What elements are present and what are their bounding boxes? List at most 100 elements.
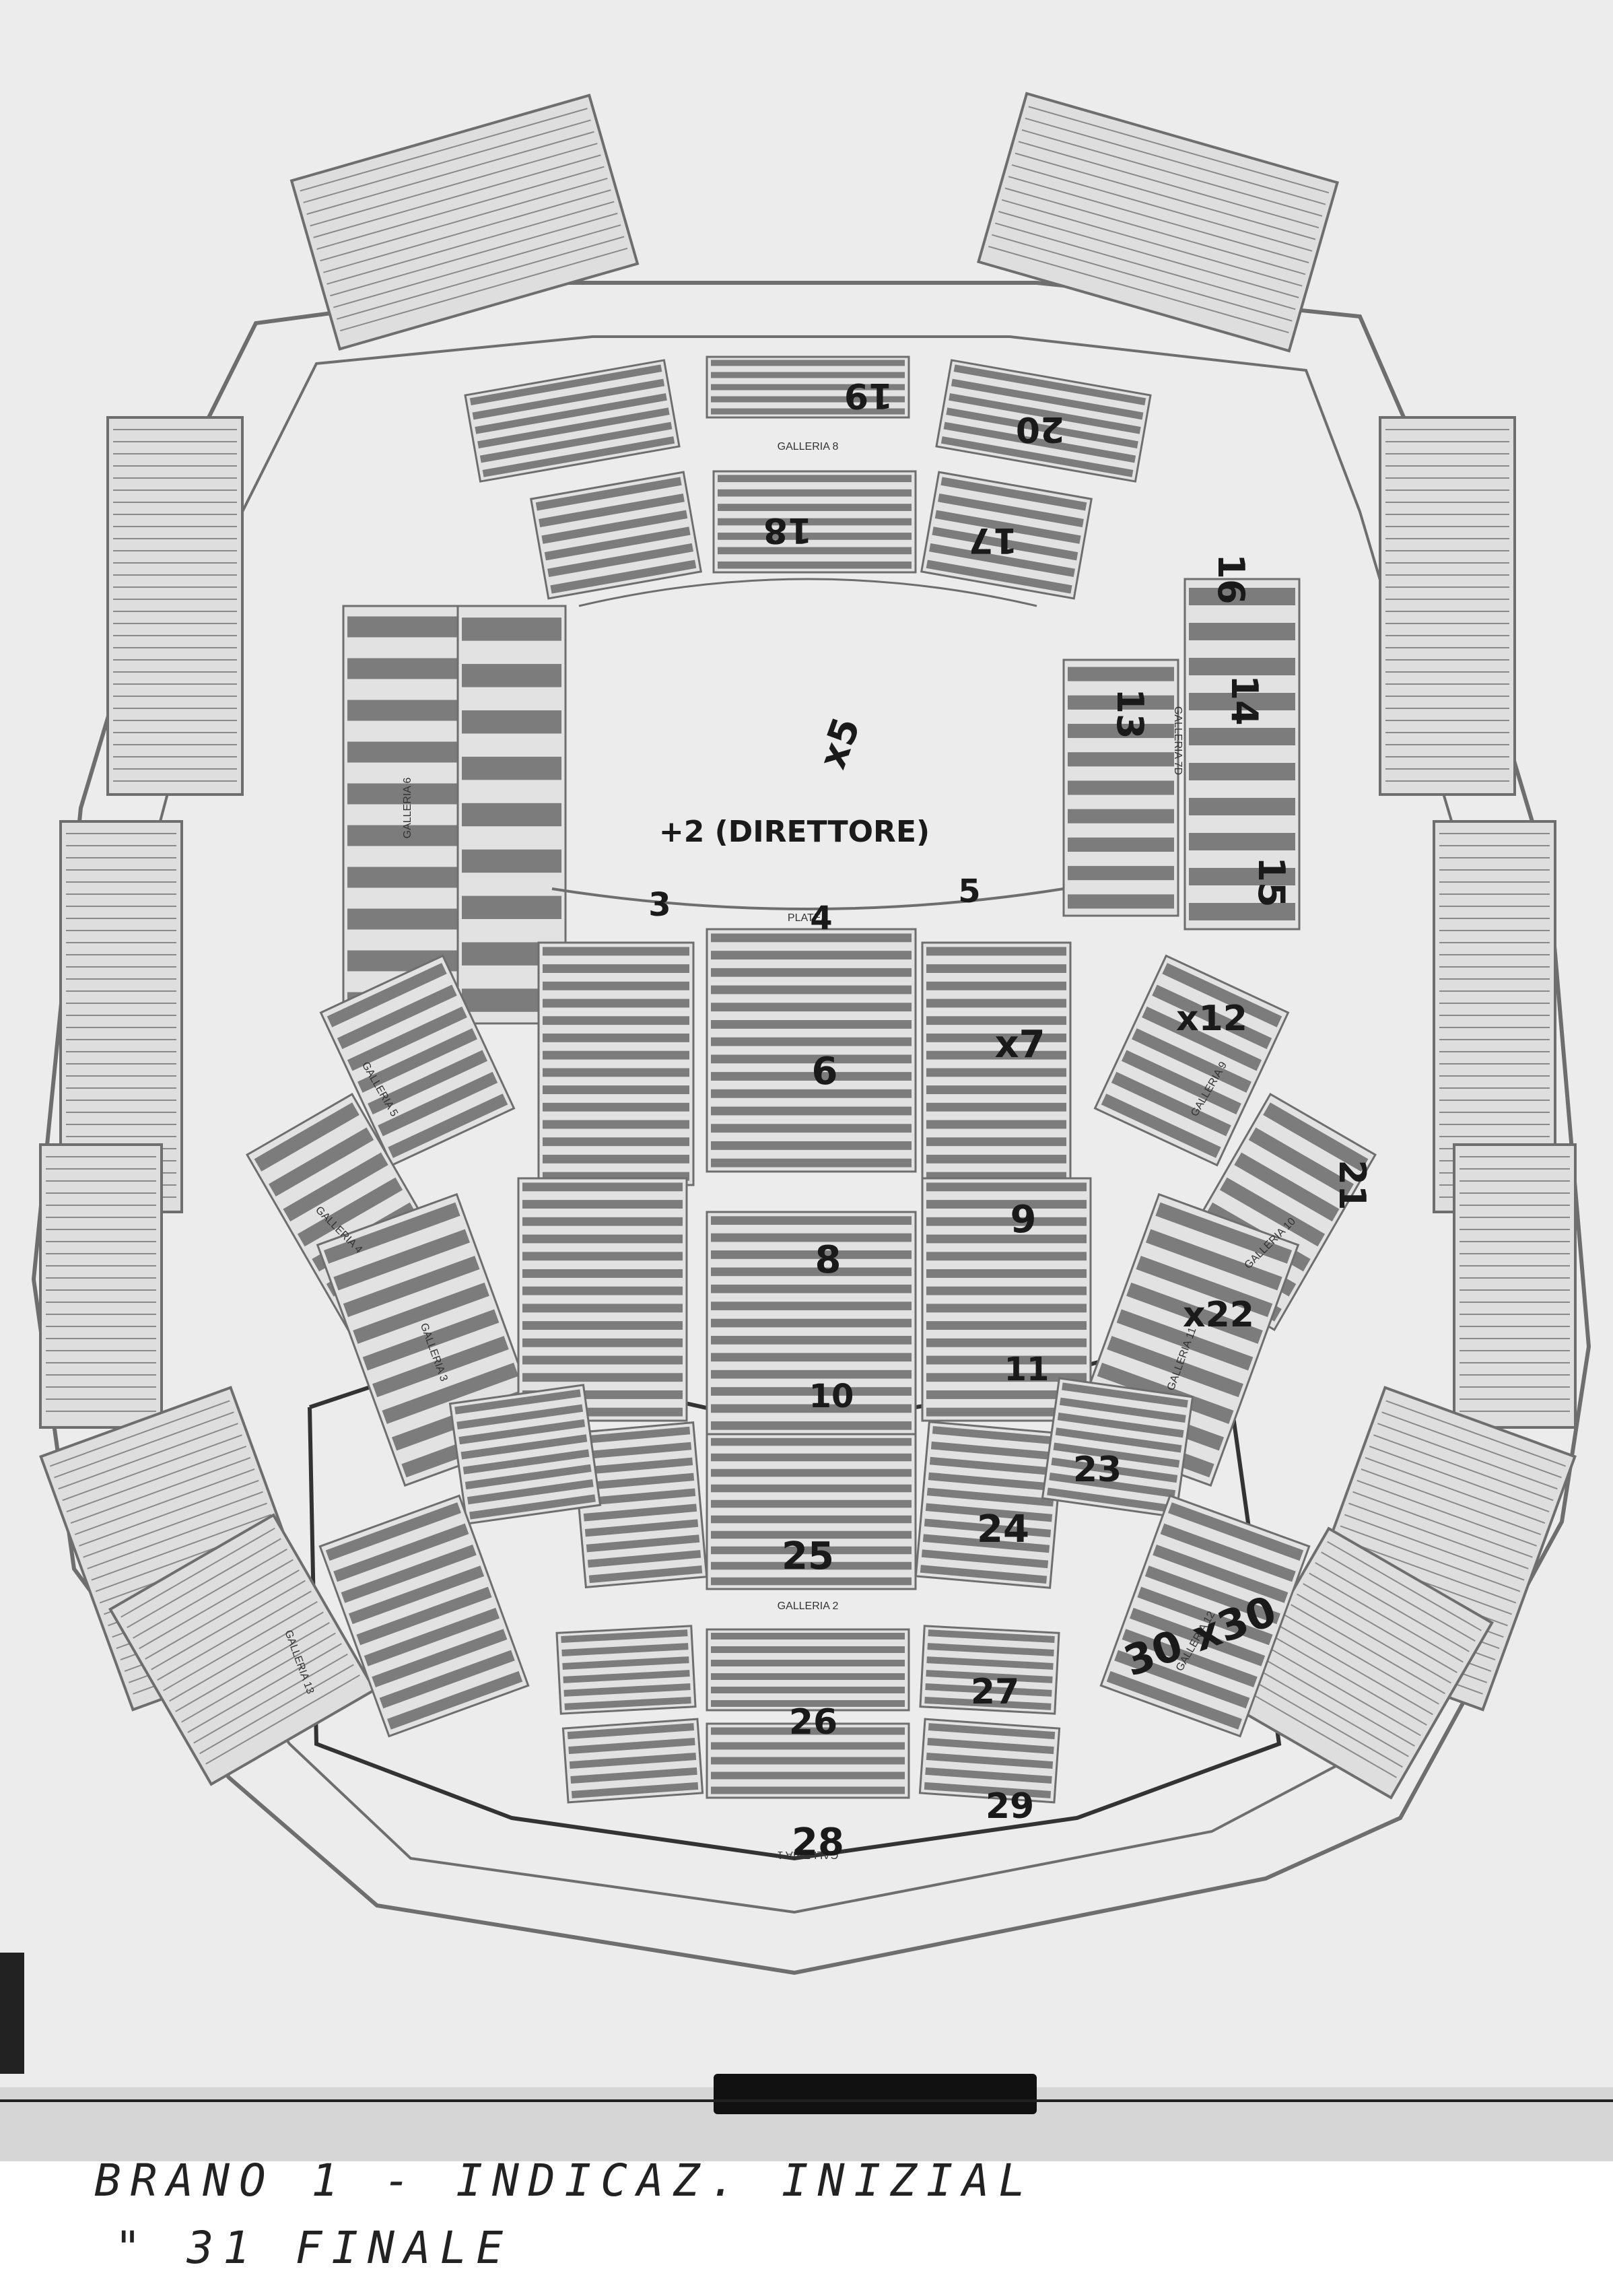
position-marker: 24 bbox=[977, 1508, 1029, 1551]
seat-row bbox=[928, 1723, 1056, 1740]
seat-row bbox=[940, 477, 1087, 511]
seat-row bbox=[1189, 658, 1295, 675]
stair-tread bbox=[157, 1590, 312, 1681]
seat-row bbox=[711, 1577, 912, 1586]
seating-section bbox=[706, 356, 910, 419]
seat-row bbox=[1162, 963, 1282, 1027]
seat-row bbox=[550, 560, 697, 594]
seat-row bbox=[1145, 1229, 1282, 1291]
seat-row bbox=[926, 1155, 1066, 1163]
stair-tread bbox=[1025, 117, 1326, 205]
seat-row bbox=[297, 1177, 403, 1247]
seat-row bbox=[357, 1028, 477, 1093]
seat-row bbox=[1136, 1256, 1273, 1318]
seat-row bbox=[718, 518, 912, 526]
seat-row bbox=[711, 1336, 912, 1345]
seat-row bbox=[711, 933, 912, 943]
seat-row bbox=[1132, 1028, 1251, 1093]
stair-tread bbox=[1327, 1541, 1482, 1631]
seat-row bbox=[582, 1488, 696, 1506]
stair-tread bbox=[1248, 1677, 1403, 1768]
seat-row bbox=[462, 896, 561, 919]
seat-row bbox=[718, 547, 912, 555]
seat-row bbox=[325, 1502, 461, 1561]
stair-tread bbox=[333, 224, 621, 308]
seat-row bbox=[388, 1093, 508, 1158]
seat-row bbox=[454, 1389, 581, 1415]
seat-row bbox=[1189, 868, 1295, 885]
seat-row bbox=[583, 1504, 697, 1522]
stair-tread bbox=[1336, 1537, 1517, 1604]
stair-tread bbox=[54, 1411, 234, 1479]
seat-row bbox=[522, 1355, 683, 1365]
stair-block bbox=[106, 416, 244, 796]
stair-tread bbox=[1028, 106, 1330, 194]
seat-row bbox=[1068, 724, 1174, 739]
seat-row bbox=[347, 783, 460, 805]
seat-row bbox=[1234, 1152, 1340, 1222]
seating-section bbox=[571, 1421, 708, 1589]
stair-tread bbox=[1242, 1688, 1397, 1778]
stair-tread bbox=[1361, 1468, 1542, 1535]
stair-tread bbox=[339, 247, 628, 332]
seat-row bbox=[1068, 780, 1174, 795]
stair-block bbox=[1453, 1143, 1577, 1429]
position-marker: x7 bbox=[994, 1023, 1045, 1067]
seat-row bbox=[539, 493, 685, 528]
seat-row bbox=[462, 710, 561, 734]
seat-row bbox=[926, 1670, 1053, 1683]
stair-tread bbox=[199, 1664, 354, 1755]
seating-section bbox=[318, 1494, 530, 1738]
stair-tread bbox=[139, 1559, 294, 1650]
seat-row bbox=[718, 489, 912, 497]
seat-row bbox=[928, 1472, 1056, 1491]
seat-row bbox=[347, 741, 460, 763]
seat-row bbox=[543, 1034, 689, 1042]
seat-row bbox=[929, 543, 1075, 578]
seat-row bbox=[1049, 1473, 1176, 1498]
seat-row bbox=[1047, 1487, 1173, 1513]
seat-row bbox=[543, 1102, 689, 1112]
seat-row bbox=[563, 1670, 690, 1683]
stair-tread bbox=[62, 1434, 242, 1501]
position-marker: 5 bbox=[958, 873, 980, 910]
seating-section bbox=[706, 1433, 917, 1590]
seating-section bbox=[706, 928, 917, 1173]
seat-row bbox=[576, 1426, 691, 1444]
stair-tread bbox=[66, 1446, 247, 1513]
stair-tread bbox=[205, 1675, 360, 1765]
seat-row bbox=[269, 1127, 374, 1197]
stair-tread bbox=[91, 1514, 272, 1581]
seat-row bbox=[926, 1286, 1087, 1295]
stair-tread bbox=[1315, 1561, 1470, 1652]
position-marker: 25 bbox=[782, 1534, 834, 1578]
seat-row bbox=[462, 756, 561, 780]
seat-row bbox=[469, 364, 662, 405]
stair-tread bbox=[163, 1600, 318, 1691]
seat-row bbox=[928, 1629, 1055, 1643]
seat-row bbox=[932, 1425, 1060, 1445]
seat-row bbox=[541, 510, 688, 544]
stair-block bbox=[108, 1513, 376, 1786]
seat-row bbox=[711, 1660, 905, 1666]
seat-row bbox=[711, 1020, 912, 1029]
seat-row bbox=[456, 1404, 584, 1429]
seat-row bbox=[543, 1155, 689, 1163]
stair-tread bbox=[1352, 1491, 1533, 1558]
seat-row bbox=[1126, 1282, 1263, 1344]
seat-row bbox=[569, 1752, 697, 1769]
seat-row bbox=[711, 1158, 912, 1168]
seat-row bbox=[711, 1072, 912, 1081]
stair-block-frame bbox=[289, 94, 640, 351]
seat-row bbox=[926, 999, 1066, 1008]
seat-row bbox=[1189, 903, 1295, 920]
seat-row bbox=[930, 1441, 1058, 1460]
stair-tread bbox=[70, 1457, 251, 1524]
position-marker: 29 bbox=[986, 1786, 1034, 1827]
seat-row bbox=[711, 1530, 912, 1539]
seat-row bbox=[718, 533, 912, 540]
seating-section bbox=[1062, 659, 1179, 917]
seat-row bbox=[926, 1338, 1087, 1347]
stair-block-frame bbox=[106, 416, 244, 796]
